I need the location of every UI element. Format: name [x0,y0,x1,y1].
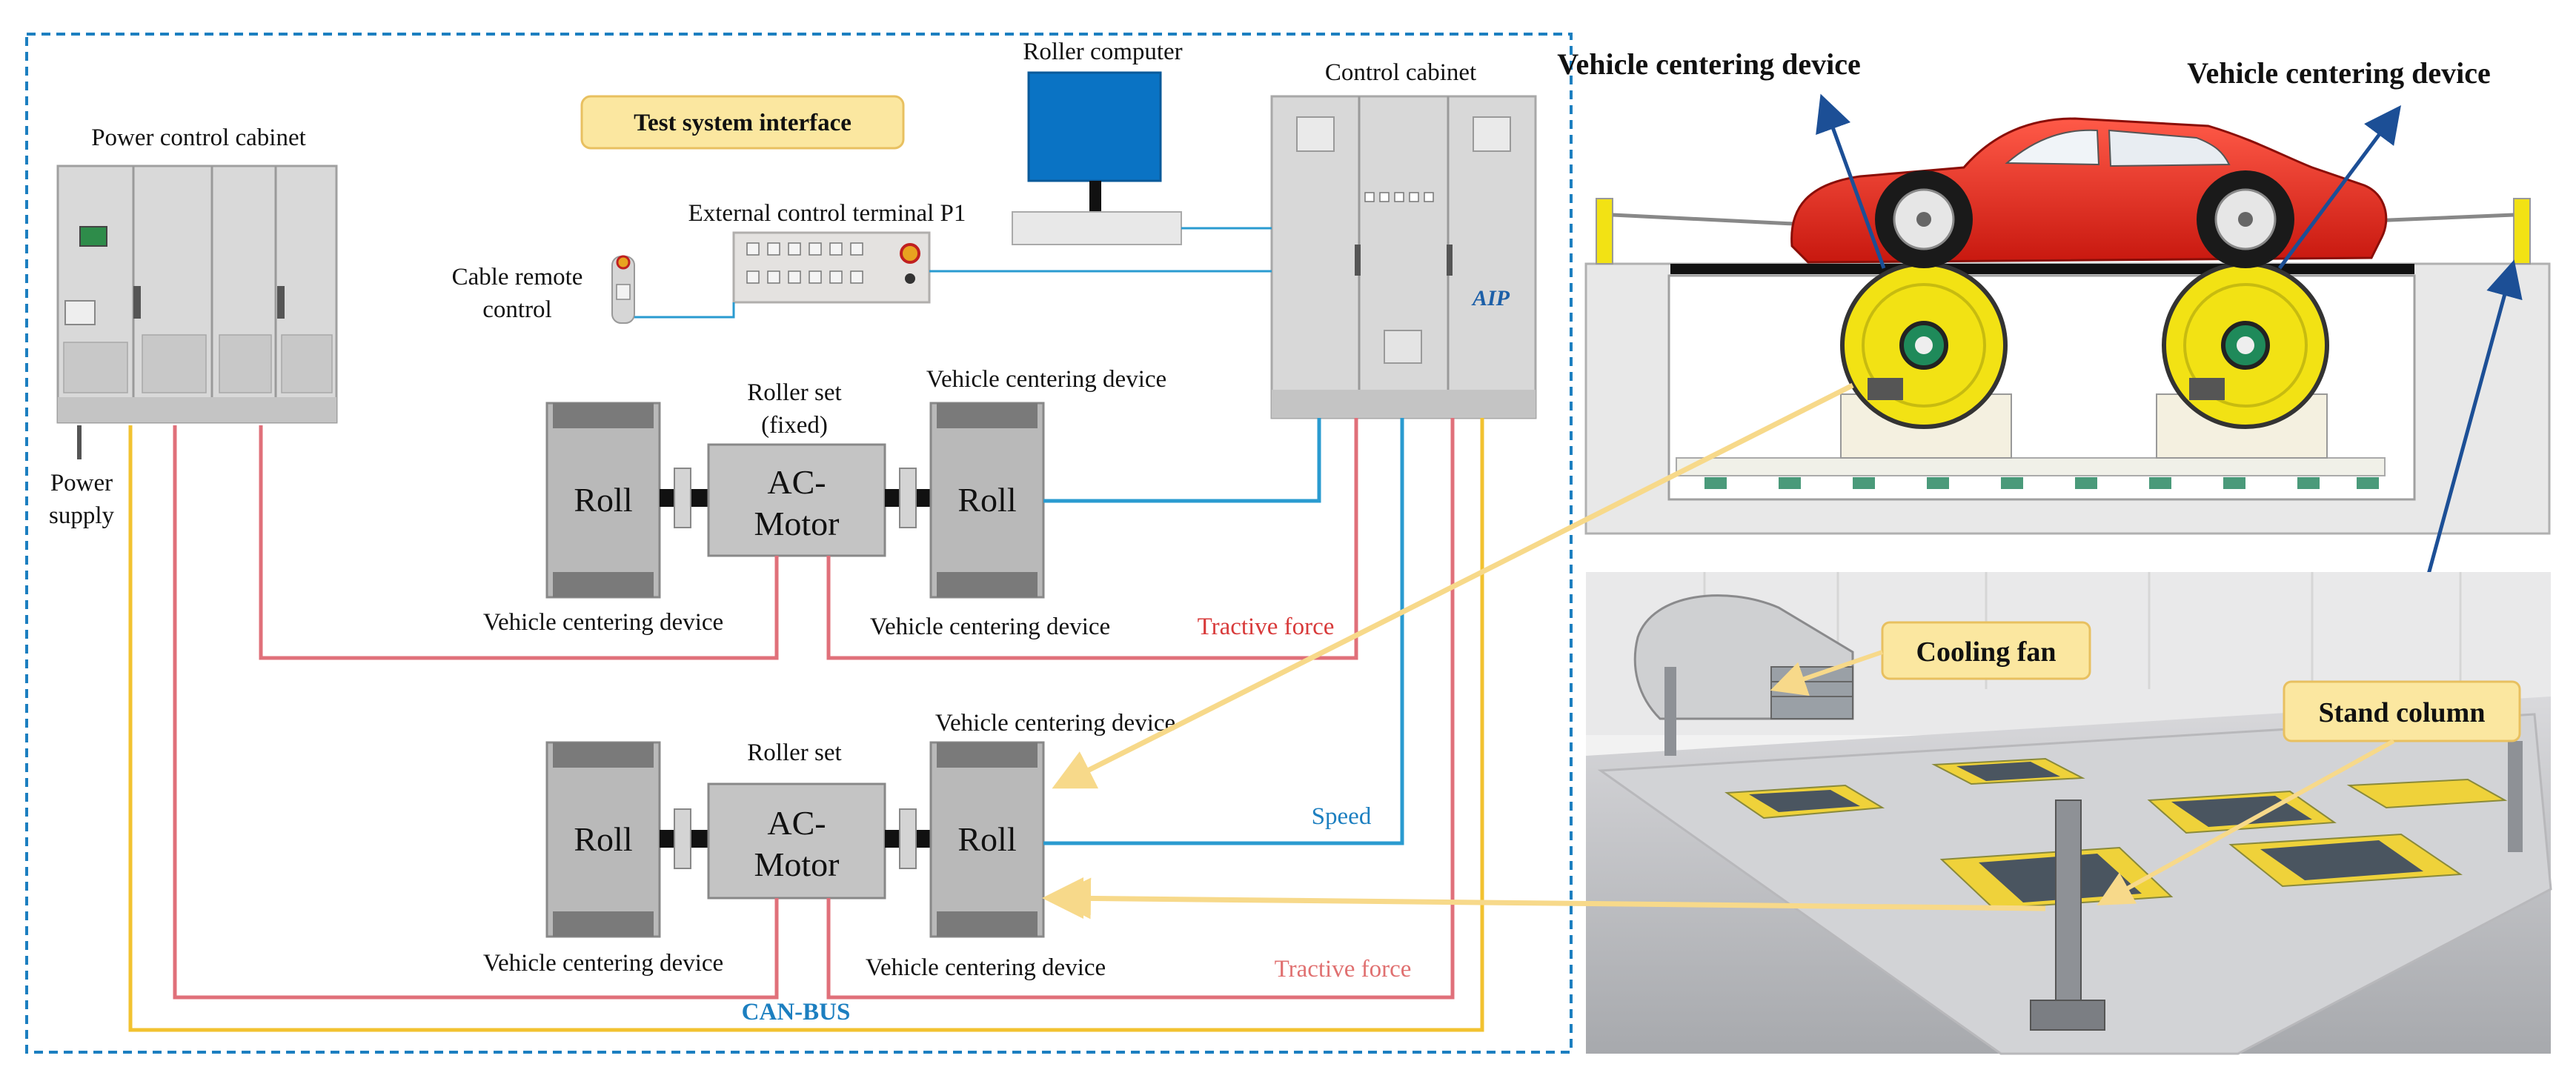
bottom-vcd-bottom-right-label: Vehicle centering device [866,954,1106,981]
stand-column-callout: Stand column [2097,680,2521,905]
top-coupling-right [899,468,917,528]
roller-set-label: Roller set [747,739,841,766]
power-supply-label-2: supply [49,502,115,529]
bottom-vcd-top-right-label: Vehicle centering device [935,710,1175,737]
can-bus-label: CAN-BUS [742,999,851,1025]
schematic-border [25,33,1573,1054]
display-icon [79,226,107,247]
monitor-icon [1027,71,1162,182]
data-link-lines [634,227,1272,319]
top-roll-right-label: Roll [957,481,1016,519]
control-cabinet-label: Control cabinet [1325,59,1476,86]
top-roll-left-label: Roll [574,481,632,519]
power-control-cabinet-label: Power control cabinet [91,124,306,151]
cross-pointer-arrows [1042,382,2046,920]
test-system-interface-callout: Test system interface [580,95,905,150]
roller-computer [1012,71,1182,245]
top-motor-label-2: Motor [754,505,840,542]
bottom-motor-label-1: AC- [767,804,826,842]
top-vcd-top-right-label: Vehicle centering device [926,366,1166,393]
roller-computer-label: Roller computer [1023,39,1182,65]
speed-label: Speed [1312,803,1372,830]
external-control-terminal [732,231,931,304]
red-car-icon [1790,117,2388,268]
cable-remote-control [611,255,635,324]
cable-remote-label-2: control [482,296,551,323]
test-hall-photo: Cooling fan Stand column [1586,572,2552,1055]
cooling-fan-callout: Cooling fan [1770,621,2091,697]
bottom-coupling-left [674,808,691,869]
top-roll-right: Roll [929,402,1045,599]
photo-vcd-left-label: Vehicle centering device [1557,47,1861,81]
power-control-cabinet [56,164,338,424]
top-ac-motor: AC- Motor [707,443,886,557]
bottom-tractive-force-label: Tractive force [1275,956,1412,983]
test-system-interface-label: Test system interface [634,110,852,136]
bottom-roll-left: Roll [545,741,661,938]
power-supply-label-1: Power [50,470,113,496]
top-coupling-left [674,468,691,528]
top-roll-left: Roll [545,402,661,599]
wiring [128,418,1484,1032]
top-tractive-force-label: Tractive force [1198,614,1335,640]
external-control-terminal-label: External control terminal P1 [688,200,966,227]
bottom-roll-right: Roll [929,741,1045,938]
bottom-vcd-bottom-left-label: Vehicle centering device [483,950,723,977]
aip-logo: AIP [1471,286,1510,310]
bottom-motor-label-2: Motor [754,845,840,883]
bottom-roll-left-label: Roll [574,820,632,858]
stand-column-icon [2055,800,2082,1008]
keyboard-icon [1012,211,1182,245]
bottom-coupling-right [899,808,917,869]
roller-set-fixed-label-2: (fixed) [761,412,828,439]
bottom-ac-motor: AC- Motor [707,782,886,900]
dynamometer-side-view [1584,93,2551,665]
control-cabinet: AIP [1270,95,1537,419]
top-vcd-bottom-left-label: Vehicle centering device [483,609,723,636]
cable-remote-label-1: Cable remote [452,264,583,290]
photo-vcd-right-label: Vehicle centering device [2187,56,2491,90]
roller-set-fixed-label-1: Roller set [747,379,841,406]
cooling-fan-label: Cooling fan [1916,636,2057,668]
stand-column-label: Stand column [2319,697,2486,728]
top-vcd-bottom-right-label: Vehicle centering device [870,614,1110,640]
bottom-roll-right-label: Roll [957,820,1016,858]
top-motor-label-1: AC- [767,463,826,501]
